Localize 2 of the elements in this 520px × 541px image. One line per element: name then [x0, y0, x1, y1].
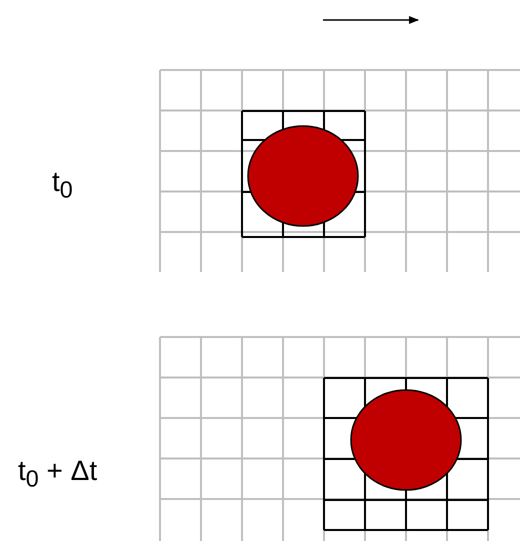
time-label: t$_{0}$ + Δt — [18, 455, 98, 493]
time-label: t$_{0}$ — [52, 166, 73, 204]
